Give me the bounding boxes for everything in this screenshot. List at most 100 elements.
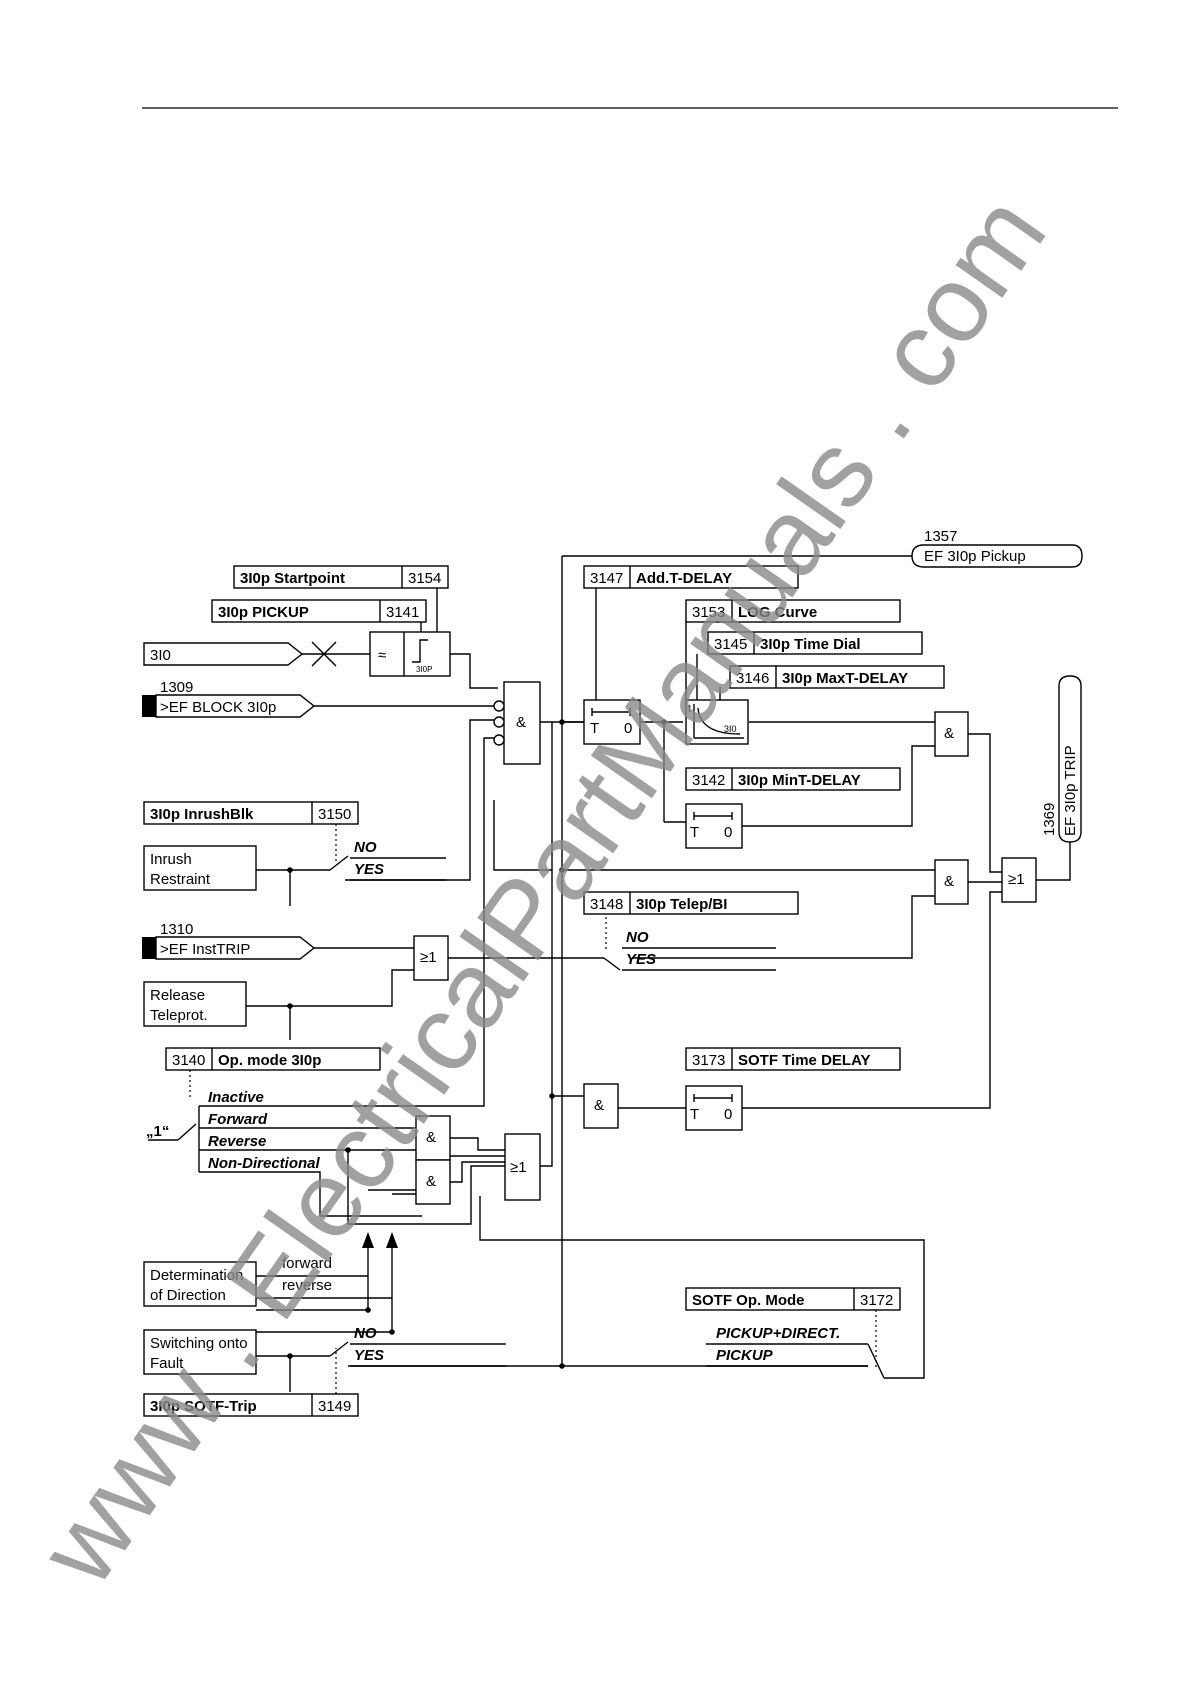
svg-text:T: T bbox=[590, 720, 599, 737]
inrush-switch: NO YES bbox=[329, 839, 446, 881]
param-sotf-trip: 3I0p SOTF-Trip 3149 bbox=[143, 1393, 359, 1417]
and-gate-forward: & bbox=[415, 1115, 451, 1161]
output-trip: EF 3I0p TRIP 1369 bbox=[1041, 675, 1082, 843]
svg-text:Forward: Forward bbox=[208, 1111, 268, 1128]
svg-text:>EF InstTRIP: >EF InstTRIP bbox=[160, 941, 250, 958]
svg-text:3149: 3149 bbox=[318, 1398, 351, 1415]
input-block: 1309 >EF BLOCK 3I0p bbox=[142, 679, 316, 718]
svg-text:Inrush: Inrush bbox=[150, 851, 192, 868]
svg-text:≥1: ≥1 bbox=[420, 949, 437, 966]
svg-text:3153: 3153 bbox=[692, 604, 725, 621]
opmode-switch: Inactive Forward Reverse Non-Directional bbox=[177, 1089, 321, 1172]
junction-dots bbox=[287, 719, 667, 1369]
timer-mint: T 0 bbox=[685, 803, 743, 849]
svg-text:3I0p Time Dial: 3I0p Time Dial bbox=[760, 636, 861, 653]
svg-text:3141: 3141 bbox=[386, 604, 419, 621]
svg-text:3145: 3145 bbox=[714, 636, 747, 653]
svg-text:1357: 1357 bbox=[924, 528, 957, 545]
svg-text:≥1: ≥1 bbox=[1008, 871, 1025, 888]
param-sotf-time-delay: 3173 SOTF Time DELAY bbox=[685, 1047, 901, 1071]
svg-text:Inactive: Inactive bbox=[208, 1089, 264, 1106]
input-inst-trip: 1310 >EF InstTRIP bbox=[142, 921, 316, 960]
sotf-switch: NO YES bbox=[329, 1325, 506, 1367]
svg-text:3I0: 3I0 bbox=[150, 647, 171, 664]
input-inrush-restraint: Inrush Restraint bbox=[143, 845, 257, 891]
svg-text:1310: 1310 bbox=[160, 921, 193, 938]
param-log-curve: 3153 LOG Curve bbox=[685, 599, 901, 623]
svg-text:3I0p Telep/BI: 3I0p Telep/BI bbox=[636, 896, 727, 913]
svg-text:&: & bbox=[426, 1129, 436, 1146]
param-mint-delay: 3142 3I0p MinT-DELAY bbox=[685, 767, 901, 791]
svg-text:LOG Curve: LOG Curve bbox=[738, 604, 817, 621]
and-gate-telep: & bbox=[934, 859, 969, 905]
svg-text:EF 3I0p Pickup: EF 3I0p Pickup bbox=[924, 548, 1026, 565]
svg-text:3I0p PICKUP: 3I0p PICKUP bbox=[218, 604, 309, 621]
svg-text:3154: 3154 bbox=[408, 570, 441, 587]
svg-text:3147: 3147 bbox=[590, 570, 623, 587]
filter-level-block: ≈ 3I0P bbox=[369, 631, 451, 677]
svg-text:&: & bbox=[426, 1173, 436, 1190]
svg-text:3146: 3146 bbox=[736, 670, 769, 687]
param-inrush-blk: 3I0p InrushBlk 3150 bbox=[143, 801, 359, 825]
svg-text:Add.T-DELAY: Add.T-DELAY bbox=[636, 570, 732, 587]
svg-text:3I0p InrushBlk: 3I0p InrushBlk bbox=[150, 806, 254, 823]
input-switching-onto-fault: Switching onto Fault bbox=[143, 1329, 257, 1375]
svg-text:T: T bbox=[690, 824, 699, 841]
svg-text:>EF BLOCK 3I0p: >EF BLOCK 3I0p bbox=[160, 699, 276, 716]
svg-text:EF 3I0p TRIP: EF 3I0p TRIP bbox=[1062, 745, 1079, 836]
or-gate-trip: ≥1 bbox=[1001, 857, 1037, 903]
svg-text:&: & bbox=[516, 714, 526, 731]
svg-text:reverse: reverse bbox=[282, 1277, 332, 1294]
svg-text:3148: 3148 bbox=[590, 896, 623, 913]
svg-text:Reverse: Reverse bbox=[208, 1133, 266, 1150]
and-gate-reverse: & bbox=[415, 1159, 451, 1205]
svg-text:0: 0 bbox=[724, 824, 732, 841]
input-release-teleprot: Release Teleprot. bbox=[143, 981, 247, 1027]
svg-text:Determination: Determination bbox=[150, 1267, 243, 1284]
sotf-mode-switch: PICKUP+DIRECT. PICKUP bbox=[706, 1325, 885, 1379]
svg-text:t: t bbox=[688, 703, 691, 715]
and-gate-main: & bbox=[493, 681, 541, 765]
svg-text:NO: NO bbox=[626, 929, 649, 946]
svg-text:&: & bbox=[944, 725, 954, 742]
svg-text:&: & bbox=[594, 1097, 604, 1114]
svg-text:3150: 3150 bbox=[318, 806, 351, 823]
svg-text:≥1: ≥1 bbox=[510, 1159, 527, 1176]
input-3i0: 3I0 bbox=[143, 642, 304, 666]
telep-switch: NO YES bbox=[603, 929, 776, 971]
param-time-dial: 3145 3I0p Time Dial bbox=[707, 631, 923, 655]
svg-text:3172: 3172 bbox=[860, 1292, 893, 1309]
output-pickup: 1357 EF 3I0p Pickup bbox=[911, 528, 1083, 568]
param-add-t-delay: 3147 Add.T-DELAY bbox=[583, 565, 799, 589]
svg-text:NO: NO bbox=[354, 839, 377, 856]
svg-text:NO: NO bbox=[354, 1325, 377, 1342]
svg-text:1309: 1309 bbox=[160, 679, 193, 696]
svg-text:&: & bbox=[944, 873, 954, 890]
svg-text:3I0: 3I0 bbox=[724, 724, 737, 734]
svg-text:PICKUP+DIRECT.: PICKUP+DIRECT. bbox=[716, 1325, 840, 1342]
input-determination-direction: Determination of Direction bbox=[143, 1261, 257, 1307]
svg-text:0: 0 bbox=[724, 1106, 732, 1123]
svg-text:Op. mode 3I0p: Op. mode 3I0p bbox=[218, 1052, 321, 1069]
and-gate-curve: & bbox=[934, 711, 969, 757]
svg-text:3I0p MinT-DELAY: 3I0p MinT-DELAY bbox=[738, 772, 861, 789]
param-telep-bi: 3148 3I0p Telep/BI bbox=[583, 891, 799, 915]
svg-text:YES: YES bbox=[626, 951, 656, 968]
or-gate-direction: ≥1 bbox=[504, 1133, 541, 1201]
param-op-mode: 3140 Op. mode 3I0p bbox=[165, 1047, 381, 1071]
svg-text:SOTF Op. Mode: SOTF Op. Mode bbox=[692, 1292, 805, 1309]
cross-mark bbox=[311, 641, 337, 667]
svg-text:Fault: Fault bbox=[150, 1355, 184, 1372]
and-gate-sotf: & bbox=[583, 1083, 619, 1129]
svg-text:3142: 3142 bbox=[692, 772, 725, 789]
timer-add-t: T 0 bbox=[583, 699, 641, 745]
svg-text:T: T bbox=[690, 1106, 699, 1123]
svg-text:YES: YES bbox=[354, 861, 384, 878]
svg-text:1369: 1369 bbox=[1041, 803, 1058, 836]
timer-sotf: T 0 bbox=[685, 1085, 743, 1131]
direction-labels: forward reverse bbox=[256, 1232, 398, 1299]
svg-text:3I0P: 3I0P bbox=[416, 665, 432, 674]
svg-text:PICKUP: PICKUP bbox=[716, 1347, 774, 1364]
svg-text:YES: YES bbox=[354, 1347, 384, 1364]
